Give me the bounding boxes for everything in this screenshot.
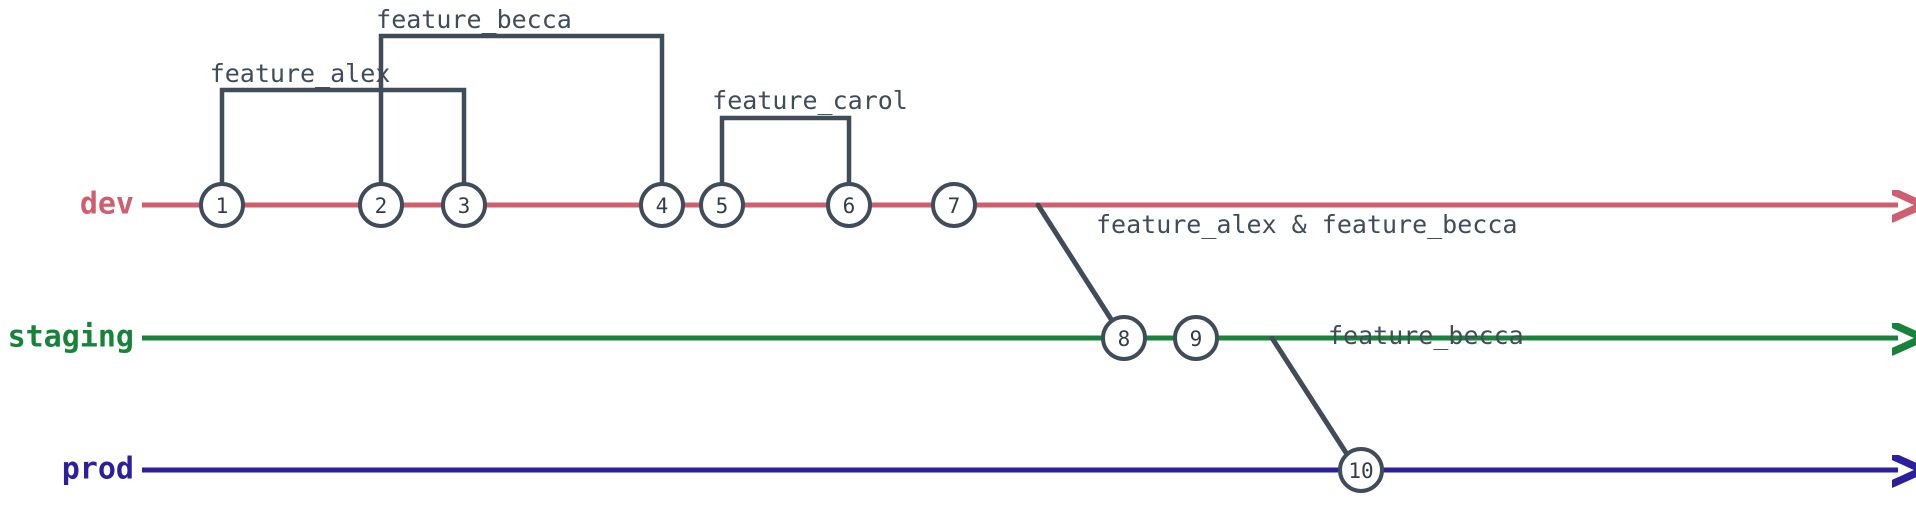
branch-labels-group: dev staging prod: [8, 187, 134, 487]
merge-label-merge_staging_to_prod: feature_becca: [1328, 321, 1524, 350]
merge-edges-group: feature_alex & feature_becca feature_becc…: [1035, 202, 1524, 465]
commit-node-6[interactable]: 6: [826, 182, 872, 228]
commit-nodes-group: 1 2 3 4 5 6 7 8 9 10: [199, 182, 1384, 493]
commit-number-10: 10: [1348, 459, 1373, 483]
commit-node-2[interactable]: 2: [358, 182, 404, 228]
commit-number-6: 6: [843, 194, 856, 218]
branch-label-staging: staging: [8, 320, 134, 355]
commit-number-2: 2: [375, 194, 388, 218]
commit-node-8[interactable]: 8: [1101, 315, 1147, 361]
commit-number-4: 4: [656, 194, 669, 218]
feature-bracket-feature_alex: [219, 87, 467, 184]
commit-node-1[interactable]: 1: [199, 182, 245, 228]
commit-number-3: 3: [458, 194, 471, 218]
commit-node-7[interactable]: 7: [931, 182, 977, 228]
commit-number-5: 5: [716, 194, 729, 218]
commit-circle-2[interactable]: [358, 182, 404, 228]
feature-label-feature_becca: feature_becca: [376, 5, 572, 34]
commit-circle-3[interactable]: [441, 182, 487, 228]
commit-circle-4[interactable]: [639, 182, 685, 228]
commit-node-3[interactable]: 3: [441, 182, 487, 228]
feature-brackets-group: feature_alex feature_becca feature_carol: [210, 5, 908, 184]
merge-edge-merge_staging_to_prod: [1269, 335, 1355, 465]
commit-circle-6[interactable]: [826, 182, 872, 228]
feature-bracket-feature_carol: [719, 115, 852, 184]
commit-node-5[interactable]: 5: [699, 182, 745, 228]
branch-label-prod: prod: [62, 452, 134, 487]
commit-circle-7[interactable]: [931, 182, 977, 228]
commit-number-8: 8: [1118, 327, 1131, 351]
commit-node-10[interactable]: 10: [1338, 447, 1384, 493]
branch-label-dev: dev: [80, 187, 134, 222]
merge-label-merge_dev_to_staging: feature_alex & feature_becca: [1096, 210, 1517, 239]
commit-circle-1[interactable]: [199, 182, 245, 228]
feature-label-feature_carol: feature_carol: [712, 86, 908, 115]
commit-circle-9[interactable]: [1173, 315, 1219, 361]
commit-number-7: 7: [948, 194, 961, 218]
commit-circle-5[interactable]: [699, 182, 745, 228]
commit-circle-8[interactable]: [1101, 315, 1147, 361]
commit-circle-10[interactable]: [1338, 447, 1384, 493]
commit-number-9: 9: [1190, 327, 1203, 351]
commit-node-4[interactable]: 4: [639, 182, 685, 228]
branch-lines-group: [142, 205, 1898, 470]
feature-label-feature_alex: feature_alex: [210, 59, 391, 88]
commit-node-9[interactable]: 9: [1173, 315, 1219, 361]
merge-edge-merge_dev_to_staging: [1035, 202, 1121, 333]
feature-bracket-feature_becca: [378, 33, 665, 184]
commit-number-1: 1: [216, 194, 229, 218]
